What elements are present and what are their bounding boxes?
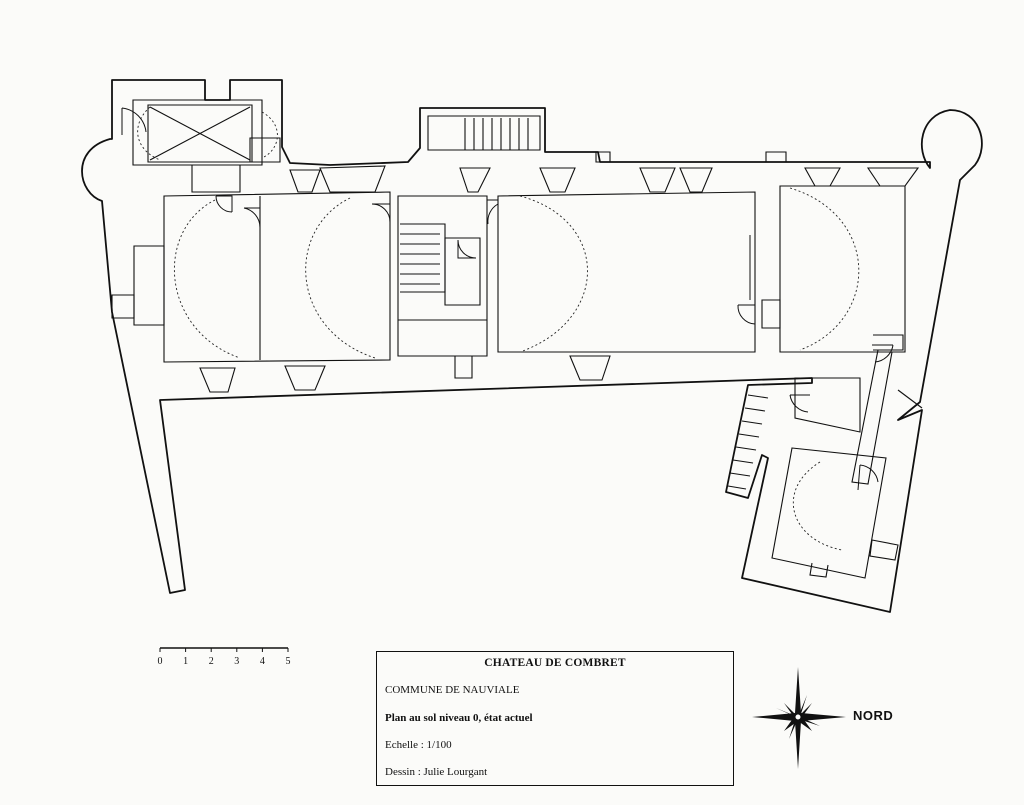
- scale-label: 4: [260, 656, 265, 667]
- castle-outline: [81, 79, 983, 613]
- scale-bar: 0 1 2 3 4 5: [158, 647, 291, 667]
- author-credit: Dessin : Julie Lourgant: [385, 766, 488, 778]
- scale-text: Echelle : 1/100: [385, 739, 452, 751]
- title-block: CHATEAU DE COMBRET COMMUNE DE NAUVIALE P…: [376, 651, 734, 786]
- stair-treads: [400, 118, 769, 490]
- drawing-title: CHATEAU DE COMBRET: [484, 657, 626, 669]
- plan-description: Plan au sol niveau 0, état actuel: [385, 712, 533, 724]
- scale-label: 3: [234, 656, 239, 667]
- commune-label: COMMUNE DE NAUVIALE: [385, 684, 520, 696]
- doors: [121, 107, 894, 491]
- scale-label: 2: [209, 656, 214, 667]
- vault-arcs: [137, 106, 860, 551]
- window-embrasures: [111, 137, 920, 561]
- compass-star-icon: [752, 667, 846, 769]
- scale-label: 0: [158, 656, 163, 667]
- north-label: NORD: [853, 708, 894, 723]
- scale-label: 1: [183, 656, 188, 667]
- scale-label: 5: [286, 656, 291, 667]
